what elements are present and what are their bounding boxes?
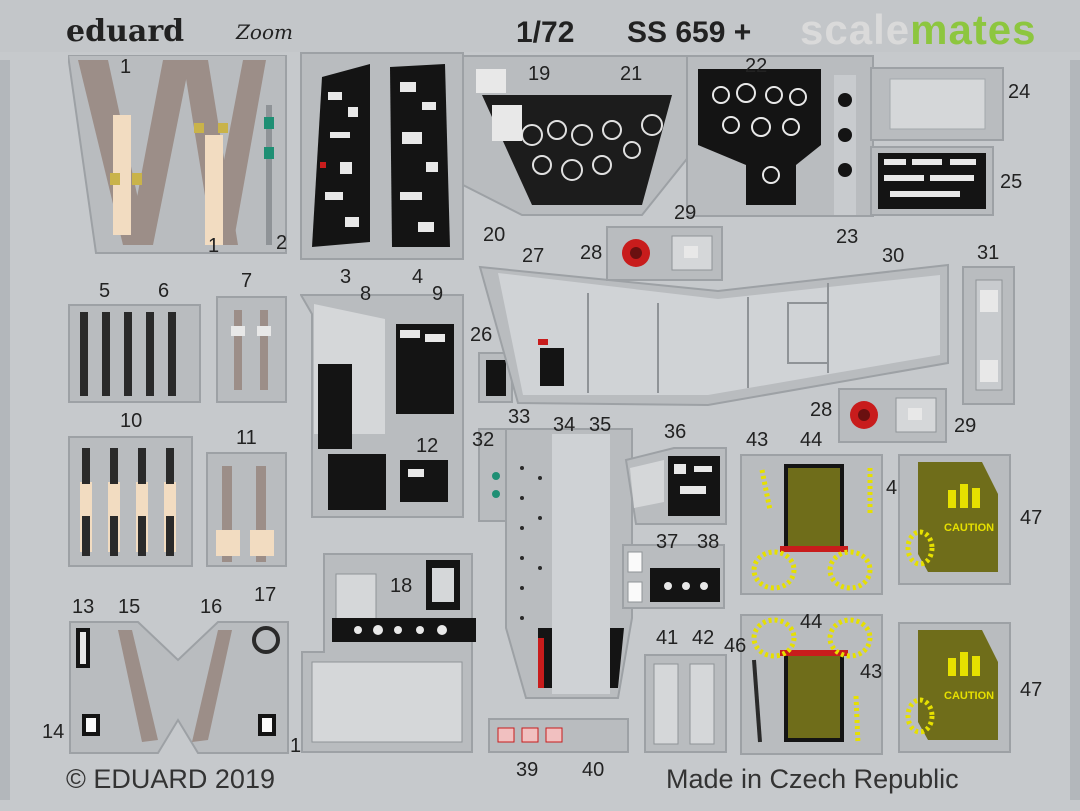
part-number: 9	[432, 283, 444, 305]
part-number: 1	[208, 235, 220, 257]
part-number: 6	[158, 280, 170, 302]
watermark-second: mates	[910, 6, 1037, 53]
parts-44-46-seat-lower	[740, 614, 883, 755]
part-10-belts	[68, 436, 193, 567]
part-number: 21	[620, 63, 643, 85]
parts-1-2-harness	[68, 55, 287, 254]
part-number: 25	[1000, 171, 1023, 193]
part-number: 14	[42, 721, 65, 743]
sprue-left	[0, 60, 10, 800]
part-number: 13	[72, 596, 95, 618]
brand-logo: eduard	[66, 14, 185, 49]
part-number: 12	[416, 435, 439, 457]
parts-27-30-sidewall	[478, 263, 949, 407]
part-number: 7	[241, 270, 253, 292]
part-number: 3	[340, 266, 352, 288]
caution-label: CAUTION	[944, 690, 995, 702]
part-number: 38	[697, 531, 720, 553]
part-number: 17	[254, 584, 277, 606]
part-number: 2	[276, 232, 288, 254]
part-number: 19	[528, 63, 551, 85]
part-31-strap	[962, 266, 1015, 405]
part-number: 28	[580, 242, 603, 264]
part-number: 18	[390, 575, 413, 597]
part-number: 35	[589, 414, 612, 436]
sprue-right	[1070, 60, 1080, 800]
part-number: 31	[977, 242, 1000, 264]
part-number: 46	[724, 635, 747, 657]
part-number: 37	[656, 531, 679, 553]
parts-39-40-strip	[488, 718, 629, 753]
zoom-logo: Zoom	[236, 20, 293, 44]
header-bar	[0, 0, 1080, 52]
parts-37-38-panels	[622, 544, 725, 609]
part-number: 41	[656, 627, 679, 649]
origin: Made in Czech Republic	[666, 764, 959, 794]
part-number: 32	[472, 429, 495, 451]
part-number: 1	[120, 56, 132, 78]
parts-5-6-belts	[68, 304, 201, 403]
part-number: 20	[483, 224, 506, 246]
part-number: 40	[582, 759, 605, 781]
part-number: 29	[954, 415, 977, 437]
parts-32-35-console	[478, 428, 633, 699]
parts-19-21-instrument-panel	[462, 55, 691, 216]
scale-label: 1/72	[516, 16, 575, 49]
set-code: SS 659 +	[627, 16, 752, 49]
part-number: 44	[800, 429, 823, 451]
copyright: © EDUARD 2019	[66, 764, 275, 794]
part-18-panel	[301, 553, 476, 753]
part-number: 4	[412, 266, 424, 288]
parts-24-25-panels	[870, 67, 1004, 216]
part-number: 28	[810, 399, 833, 421]
parts-8-9-12-panels	[300, 294, 464, 518]
caution-label: CAUTION	[944, 522, 995, 534]
part-number: 42	[692, 627, 715, 649]
parts-28-29-knob-b	[838, 388, 947, 443]
part-7-buckles	[216, 296, 287, 403]
part-number: 43	[746, 429, 769, 451]
part-number: 29	[674, 202, 697, 224]
watermark: scalemates	[800, 6, 1037, 54]
part-47-caution-lower	[898, 622, 1011, 753]
parts-13-17-harness	[69, 621, 289, 754]
part-number: 27	[522, 245, 545, 267]
part-number: 8	[360, 283, 372, 305]
part-number: 11	[236, 427, 257, 449]
parts-43-45-seat-upper	[740, 454, 883, 595]
parts-3-4-side-panels	[300, 52, 464, 260]
part-number: 16	[200, 596, 223, 618]
part-number: 39	[516, 759, 539, 781]
part-number: 22	[745, 55, 768, 77]
parts-28-29-knob	[606, 226, 723, 281]
parts-22-23-instrument-panel	[686, 55, 874, 217]
part-number: 43	[860, 661, 883, 683]
part-47-caution-upper	[898, 454, 1011, 585]
part-number: 30	[882, 245, 905, 267]
part-number: 24	[1008, 81, 1031, 103]
part-11-belts	[206, 452, 287, 567]
part-number: 33	[508, 406, 531, 428]
part-number: 44	[800, 611, 823, 633]
part-number: 23	[836, 226, 859, 248]
part-number: 47	[1020, 679, 1043, 701]
part-number: 5	[99, 280, 111, 302]
part-number: 10	[120, 410, 143, 432]
part-number: 47	[1020, 507, 1043, 529]
part-36-panel	[624, 447, 727, 525]
part-number: 26	[470, 324, 493, 346]
watermark-first: scale	[800, 6, 911, 53]
parts-41-42-straps	[644, 654, 727, 753]
part-number: 34	[553, 414, 576, 436]
part-number: 15	[118, 596, 141, 618]
part-number: 36	[664, 421, 687, 443]
